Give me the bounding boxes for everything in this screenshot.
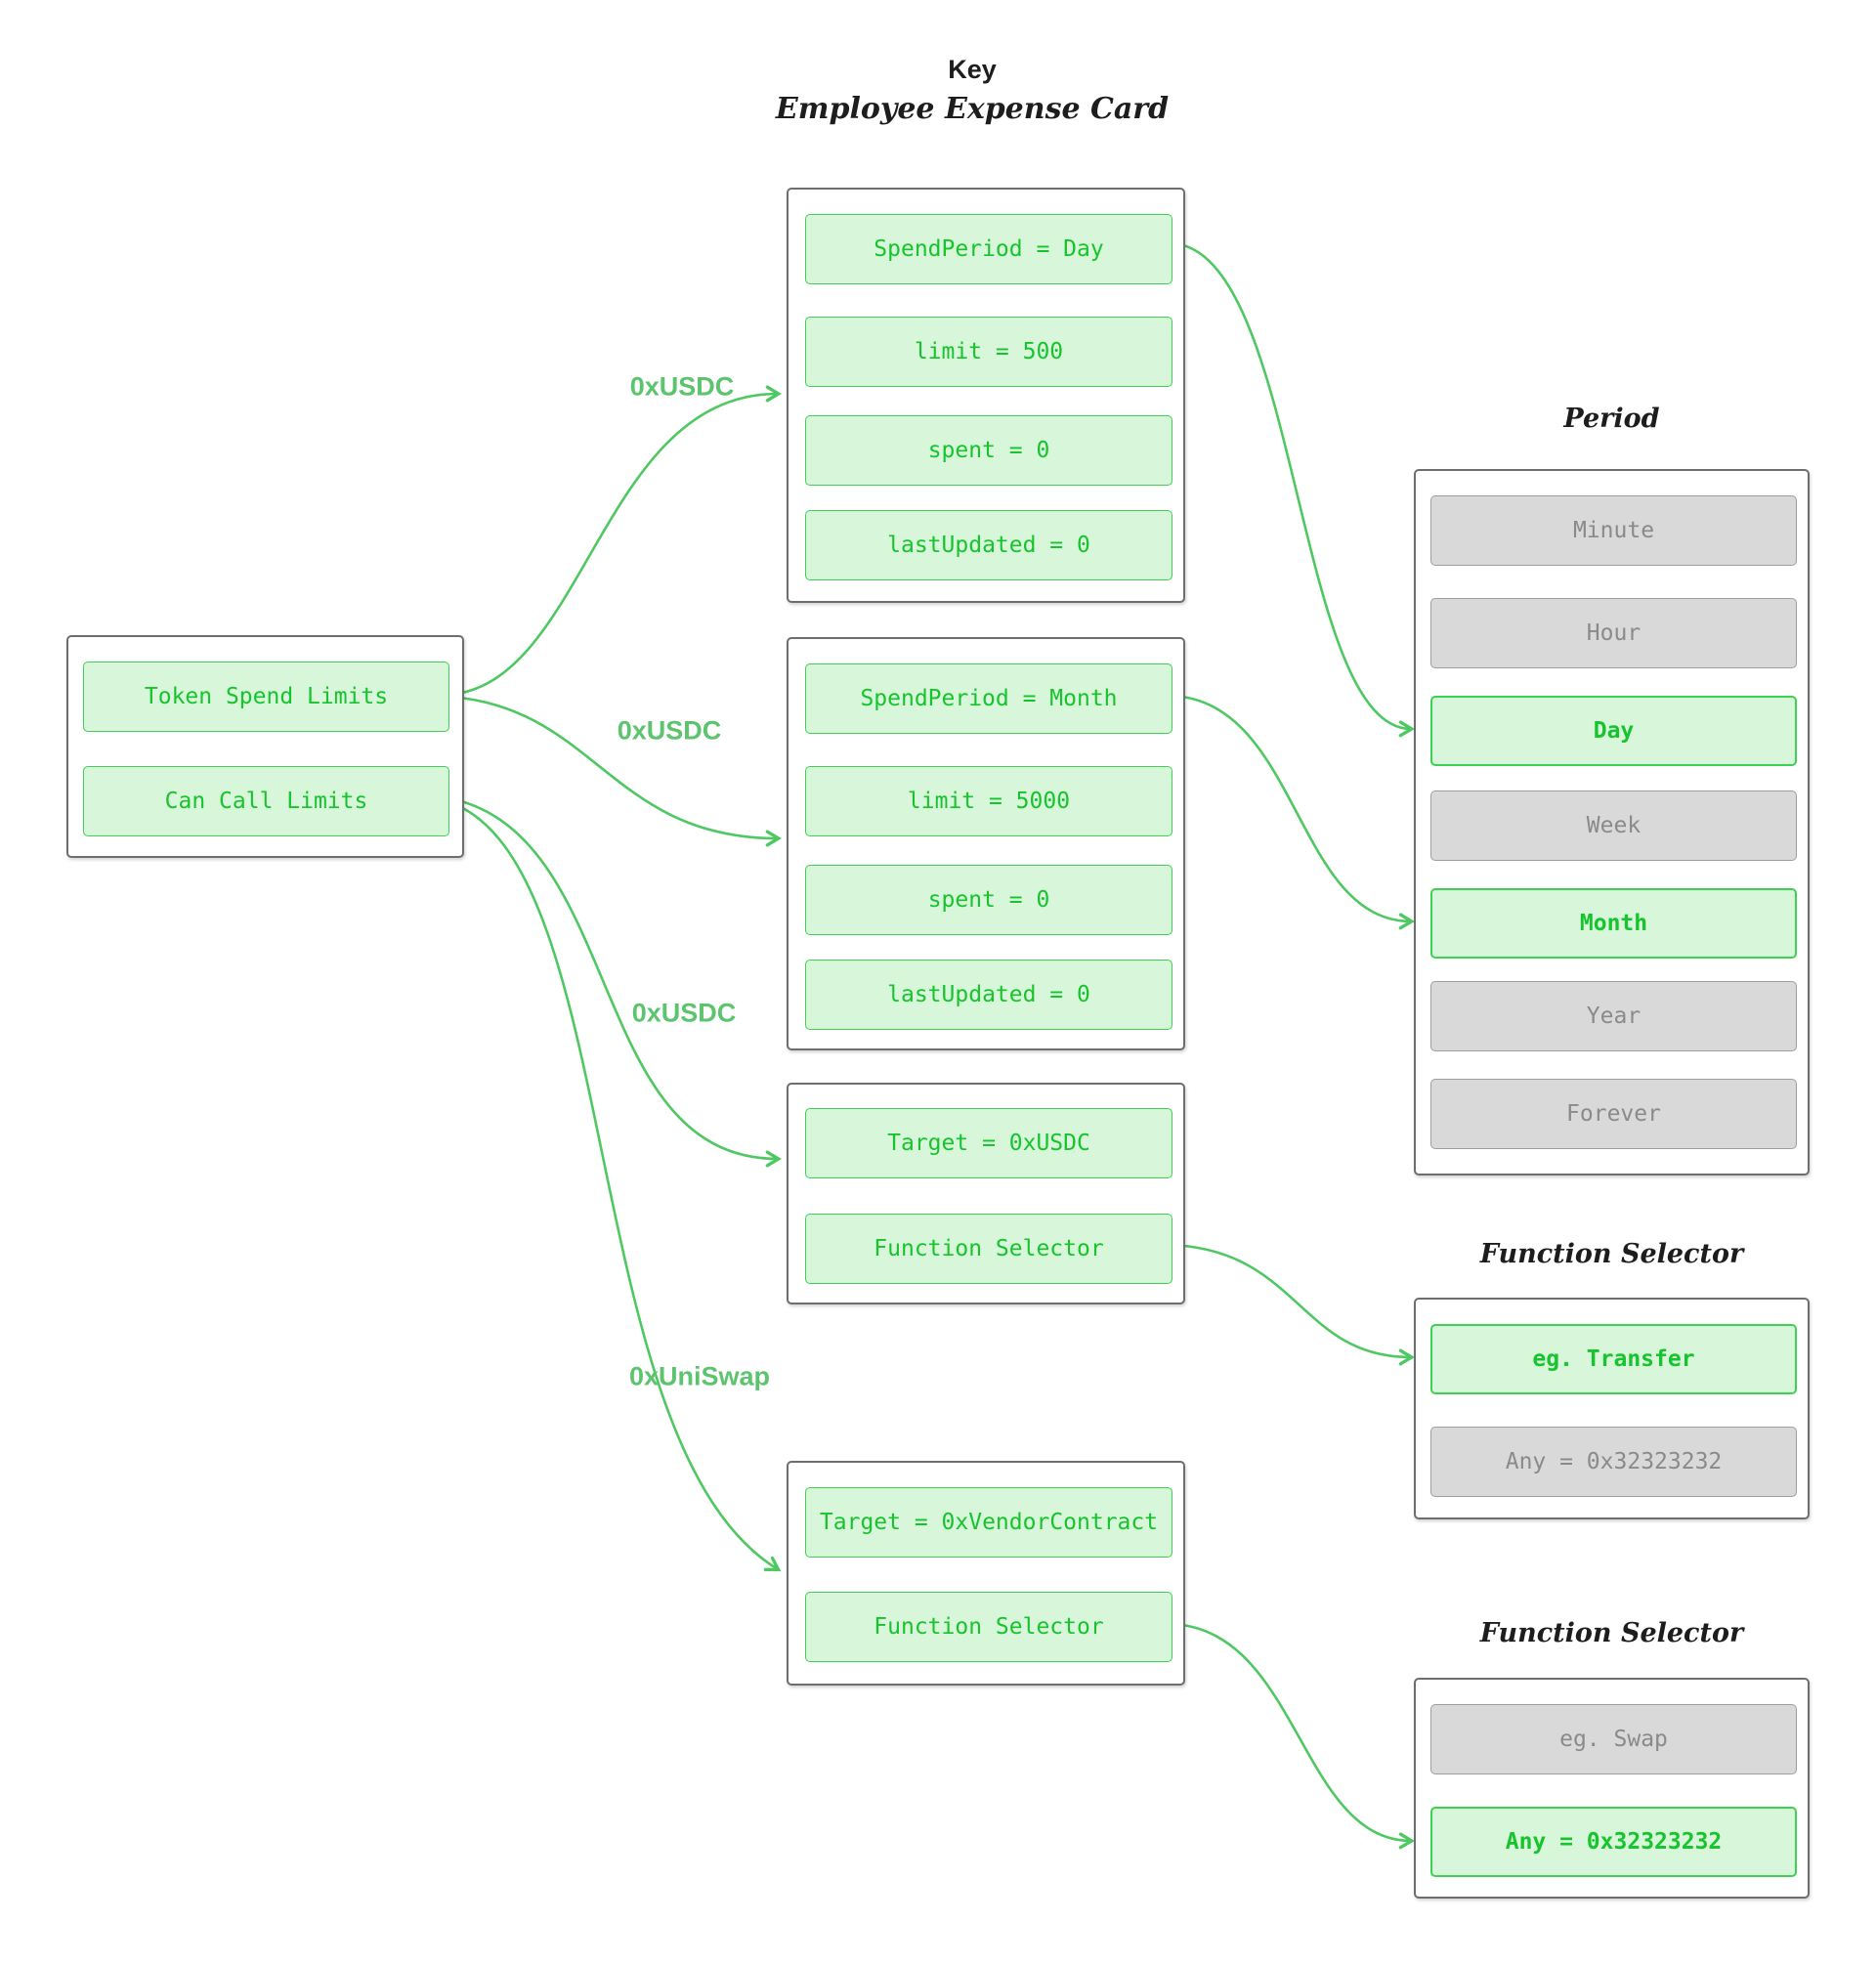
node-period-hour: Hour bbox=[1430, 598, 1797, 668]
panel-function-selector-transfer: eg. Transfer Any = 0x32323232 bbox=[1414, 1298, 1810, 1519]
panel-target-usdc: Target = 0xUSDC Function Selector bbox=[787, 1083, 1185, 1304]
edge-selector-to-transfer bbox=[1170, 1243, 1416, 1366]
function-selector-title-1: Function Selector bbox=[1479, 1239, 1744, 1269]
edge-day-row-to-period-day bbox=[1170, 241, 1416, 738]
panel-target-vendor: Target = 0xVendorContract Function Selec… bbox=[787, 1461, 1185, 1686]
function-selector-title-2: Function Selector bbox=[1479, 1618, 1744, 1648]
edge-month-row-to-period-month bbox=[1170, 694, 1416, 930]
node-function-selector-vendor: Function Selector bbox=[805, 1592, 1172, 1662]
node-lastupdated-0-month: lastUpdated = 0 bbox=[805, 960, 1172, 1030]
node-eg-transfer: eg. Transfer bbox=[1430, 1324, 1797, 1394]
edge-label-0xusdc-2: 0xUSDC bbox=[617, 715, 722, 746]
node-can-call-limits: Can Call Limits bbox=[83, 766, 449, 836]
edge-selector-to-any bbox=[1170, 1622, 1416, 1850]
node-period-day: Day bbox=[1430, 696, 1797, 766]
panel-limits: Token Spend Limits Can Call Limits bbox=[66, 635, 464, 858]
node-limit-5000: limit = 5000 bbox=[805, 766, 1172, 836]
node-any-selector-green: Any = 0x32323232 bbox=[1430, 1807, 1797, 1877]
panel-function-selector-swap: eg. Swap Any = 0x32323232 bbox=[1414, 1678, 1810, 1899]
node-spent-0-month: spent = 0 bbox=[805, 865, 1172, 935]
panel-spend-day: SpendPeriod = Day limit = 500 spent = 0 … bbox=[787, 188, 1185, 603]
key-subtitle: Employee Expense Card bbox=[775, 92, 1170, 126]
node-spendperiod-day: SpendPeriod = Day bbox=[805, 214, 1172, 284]
edge-call-limits-to-vendor-card bbox=[448, 800, 782, 1572]
node-spendperiod-month: SpendPeriod = Month bbox=[805, 663, 1172, 734]
node-target-usdc: Target = 0xUSDC bbox=[805, 1108, 1172, 1178]
panel-spend-month: SpendPeriod = Month limit = 5000 spent =… bbox=[787, 637, 1185, 1050]
edge-token-limits-to-day-card bbox=[448, 385, 783, 697]
node-period-year: Year bbox=[1430, 981, 1797, 1051]
key-title: Key bbox=[948, 55, 997, 84]
edge-label-0xuniswap: 0xUniSwap bbox=[628, 1361, 771, 1391]
edge-label-0xusdc-3: 0xUSDC bbox=[631, 998, 737, 1028]
node-period-minute: Minute bbox=[1430, 495, 1797, 566]
node-lastupdated-0-day: lastUpdated = 0 bbox=[805, 510, 1172, 580]
node-period-forever: Forever bbox=[1430, 1079, 1797, 1149]
edge-label-0xusdc-1: 0xUSDC bbox=[629, 371, 735, 402]
node-eg-swap: eg. Swap bbox=[1430, 1704, 1797, 1774]
period-panel-title: Period bbox=[1563, 404, 1660, 434]
edge-call-limits-to-usdc-card bbox=[448, 796, 783, 1168]
panel-period: Minute Hour Day Week Month Year Forever bbox=[1414, 469, 1810, 1175]
node-period-week: Week bbox=[1430, 790, 1797, 861]
node-limit-500: limit = 500 bbox=[805, 317, 1172, 387]
node-spent-0-day: spent = 0 bbox=[805, 415, 1172, 486]
node-period-month: Month bbox=[1430, 888, 1797, 959]
node-any-selector-gray: Any = 0x32323232 bbox=[1430, 1427, 1797, 1497]
node-token-spend-limits: Token Spend Limits bbox=[83, 662, 449, 732]
node-target-vendorcontract: Target = 0xVendorContract bbox=[805, 1487, 1172, 1558]
node-function-selector-usdc: Function Selector bbox=[805, 1214, 1172, 1284]
